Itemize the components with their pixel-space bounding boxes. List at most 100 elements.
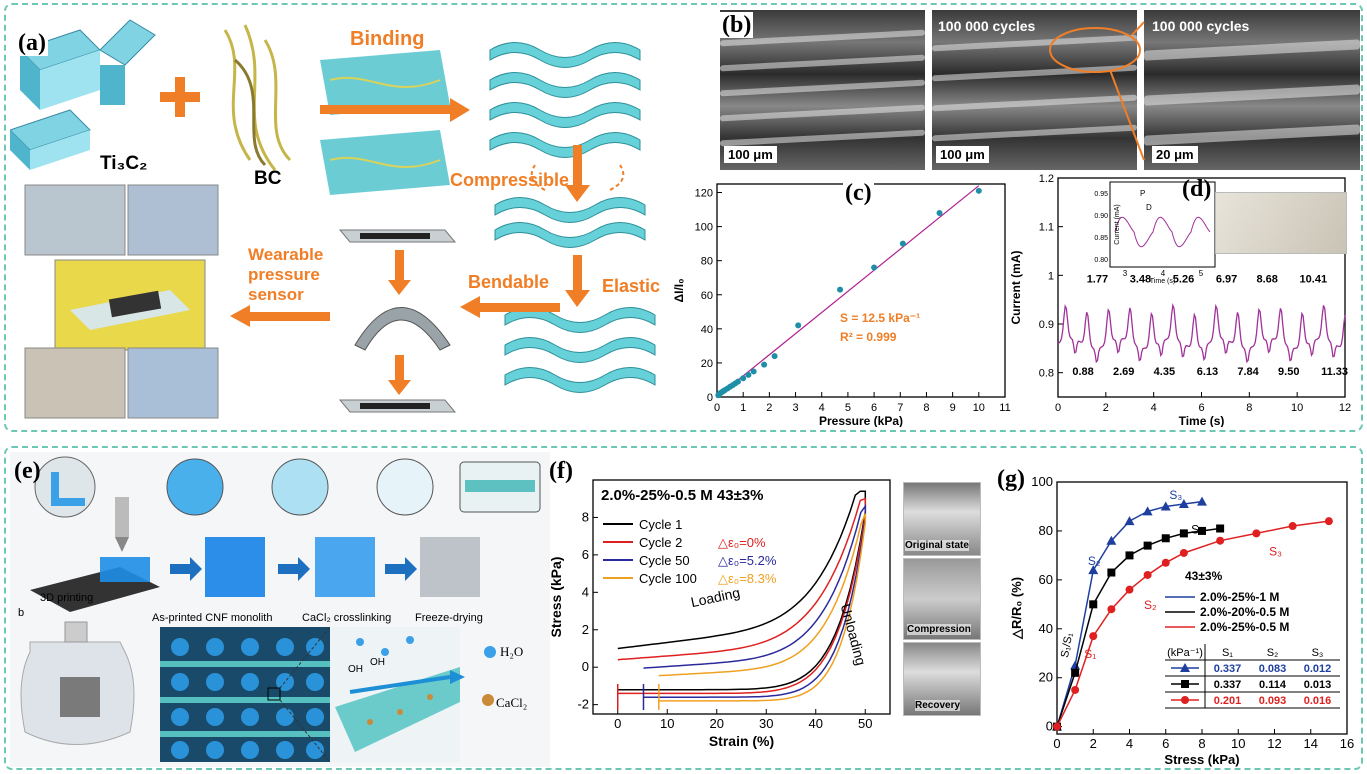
x-tick-label: 30 xyxy=(759,716,773,731)
y-tick-label: 4 xyxy=(582,584,589,599)
photo-hand xyxy=(127,184,219,256)
valley-label: 2.69 xyxy=(1113,366,1134,378)
scale-bar-2: 100 μm xyxy=(936,146,989,163)
series-line xyxy=(1056,527,1221,727)
inset-x-tick: 4 xyxy=(1161,269,1166,278)
table-marker xyxy=(1181,680,1189,688)
sem-image-2 xyxy=(932,10,1137,170)
data-point xyxy=(1107,568,1116,577)
x-tick-label: 10 xyxy=(660,716,674,731)
legend-label: 2.0%-25%-1 M xyxy=(1200,590,1279,604)
table-cell: 0.337 xyxy=(1214,663,1242,675)
table-cell: 0.013 xyxy=(1304,679,1332,691)
x-tick-label: 8 xyxy=(923,402,929,414)
y-tick-label: 8 xyxy=(582,509,589,524)
peak-label: 6.97 xyxy=(1216,274,1237,286)
x-tick-label: 10 xyxy=(1231,736,1245,751)
data-point xyxy=(1071,685,1080,694)
data-point xyxy=(936,209,943,216)
strain-annotation: △ε₀=0% xyxy=(718,535,766,550)
sem-image-3 xyxy=(1144,10,1360,170)
data-point xyxy=(1089,600,1098,609)
x-tick-label: 2 xyxy=(1103,402,1109,414)
region-s2: S₂ xyxy=(1088,554,1101,568)
region-s1s1: S₁/S₁ xyxy=(1059,632,1075,659)
data-point xyxy=(1197,496,1207,506)
x-tick-label: 16 xyxy=(1340,736,1354,751)
data-point xyxy=(1252,529,1261,538)
data-point xyxy=(975,187,982,194)
hysteresis-curve xyxy=(658,513,867,702)
x-axis-label: Pressure (kPa) xyxy=(819,414,903,427)
zoom-indicator xyxy=(1049,21,1145,161)
x-tick-label: 0 xyxy=(614,716,621,731)
data-point xyxy=(1198,526,1206,535)
peak-label: 10.41 xyxy=(1300,274,1328,286)
x-tick-label: 6 xyxy=(1162,736,1169,751)
data-point xyxy=(1160,501,1171,511)
panel-d-label: (d) xyxy=(1182,176,1212,202)
binding-label: Binding xyxy=(350,28,425,50)
elastic-label: Elastic xyxy=(602,276,661,296)
x-tick-label: 50 xyxy=(858,716,872,731)
table-marker xyxy=(1181,696,1189,704)
valley-label: 7.84 xyxy=(1237,366,1259,378)
sensor-device-icon xyxy=(338,229,457,413)
x-tick-label: 20 xyxy=(710,716,724,731)
hysteresis-curve xyxy=(643,503,867,698)
y-axis-label: ΔI/I₀ xyxy=(672,278,686,302)
y-tick-label: 0 xyxy=(582,659,589,674)
y-tick-label: 1.1 xyxy=(1039,222,1054,234)
region-s1-red: S₁ xyxy=(1084,647,1096,661)
data-point xyxy=(1107,605,1116,614)
top-figure-frame xyxy=(4,3,1363,432)
bottom-figure-frame xyxy=(4,446,1363,770)
data-point xyxy=(795,322,802,329)
table-cell: 0.012 xyxy=(1304,663,1332,675)
y-tick-label: 120 xyxy=(695,188,713,200)
data-point xyxy=(734,378,741,385)
data-point xyxy=(1124,516,1135,526)
y-tick-label: 2 xyxy=(582,622,589,637)
x-tick-label: 6 xyxy=(1198,402,1204,414)
bc-fibers-icon xyxy=(223,24,292,171)
data-point xyxy=(771,353,778,360)
inset-y-tick: 0.90 xyxy=(1094,213,1108,220)
data-point xyxy=(1071,668,1080,677)
data-point xyxy=(750,368,757,375)
panel-b: (b) 100 000 cycles 100 000 cycles 100 μm… xyxy=(720,10,1360,170)
panel-b-label: (b) xyxy=(720,12,754,38)
data-point xyxy=(1161,534,1170,543)
data-point xyxy=(1143,570,1152,579)
panel-e-label: (e) xyxy=(14,458,41,484)
step-crosslinking: CaCl₂ crosslinking xyxy=(302,612,392,624)
table-header: S₁ xyxy=(1222,647,1233,659)
step-3d-printing: 3D printing xyxy=(40,592,94,604)
y-tick-label: 100 xyxy=(695,222,713,234)
x-tick-label: 2 xyxy=(1090,736,1097,751)
panel-c-label: (c) xyxy=(843,180,874,206)
inset-y-tick: 0.80 xyxy=(1094,257,1108,264)
region-s3-red: S₃ xyxy=(1269,544,1282,558)
table-marker xyxy=(1180,663,1190,672)
valley-label: 11.33 xyxy=(1321,366,1348,378)
x-tick-label: 14 xyxy=(1304,736,1318,751)
region-s3: S₃ xyxy=(1169,488,1182,502)
data-point xyxy=(1216,536,1225,545)
unloading-label: Unloading xyxy=(838,602,870,667)
freeze-dried-monolith xyxy=(420,537,480,597)
legend-label: Cycle 2 xyxy=(639,535,682,550)
wearable-label-1: Wearable xyxy=(248,245,324,264)
data-point xyxy=(1161,558,1170,567)
x-axis-label: Strain (%) xyxy=(709,733,774,749)
inset-y-label: Current (mA) xyxy=(1114,204,1121,244)
step-freeze-drying: Freeze-drying xyxy=(415,612,483,624)
sub-label-b: b xyxy=(18,607,25,619)
data-point xyxy=(1216,524,1225,533)
x-axis-label: Time (s) xyxy=(1179,414,1225,427)
data-point xyxy=(899,240,906,247)
